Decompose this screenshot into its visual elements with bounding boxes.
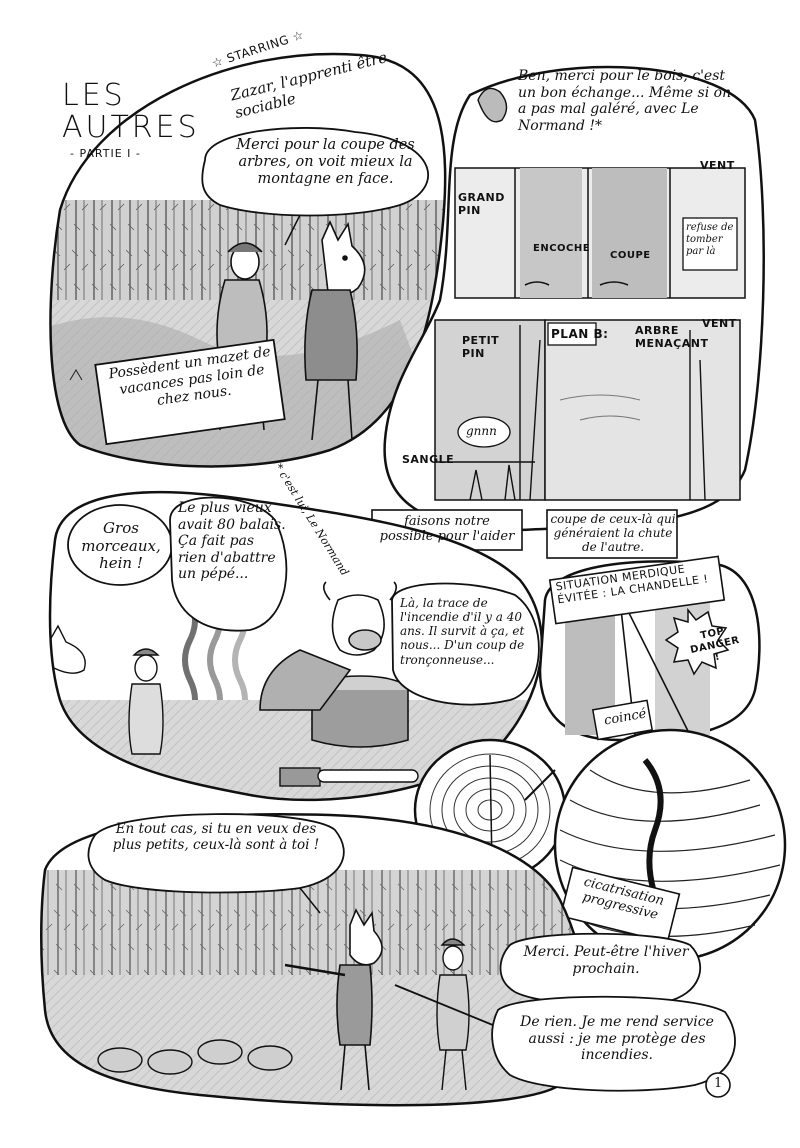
panel6-speech-reply1: Merci. Peut-être l'hiver prochain. [523,944,689,977]
label-gnnn: gnnn [466,424,497,438]
panel-6 [40,813,736,1107]
panel6-speech-wolf: En tout cas, si tu en veux des plus peti… [112,821,320,853]
panel-2 [371,65,765,559]
label-sangle: SANGLE [402,453,455,466]
label-grand-pin: GRAND PIN [458,191,505,217]
page-subtitle: - PARTIE I - [70,147,141,160]
panel3-speech-old: Le plus vieux avait 80 balais. Ça fait p… [178,500,286,583]
panel2-caption-right: coupe de ceux-là qui généraient la chute… [550,512,676,555]
page-number: 1 [714,1076,723,1091]
panel-4 [538,555,761,742]
label-plan-b: PLAN B: [551,327,609,341]
label-petit-pin: PETIT PIN [462,334,500,360]
panel2-caption-left: faisons notre possible pour l'aider [379,514,515,545]
panel3-speech-wolf: Gros morceaux, hein ! [81,519,161,573]
panel6-speech-reply2: De rien. Je me rend service aussi : je m… [520,1014,714,1064]
hiker-bottom-figure [394,938,506,1091]
hiker-figure [128,648,164,755]
bull-normand-figure [259,581,398,711]
label-arbre-menacant: ARBRE MENAÇANT [635,324,709,350]
label-refuse-tomber: refuse de tomber par là [686,222,734,257]
wolf-zazar-figure [304,220,366,441]
panel-1 [49,52,447,468]
panel2-speech: Ben, merci pour le bois, c'est un bon éc… [518,68,732,134]
label-coupe: COUPE [610,250,651,261]
panel1-speech: Merci pour la coupe des arbres, on voit … [236,137,415,188]
panel3-speech-bull: Là, la trace de l'incendie d'il y a 40 a… [400,596,525,667]
chainsaw-drawing [279,767,419,787]
label-vent-top: VENT [700,159,735,172]
wolf-pointing-figure [284,908,383,1091]
page-title: LES AUTRES [62,78,200,145]
woman-figure [216,242,268,431]
label-encoche: ENCOCHE [533,243,591,254]
label-vent-bottom: VENT [702,317,737,330]
